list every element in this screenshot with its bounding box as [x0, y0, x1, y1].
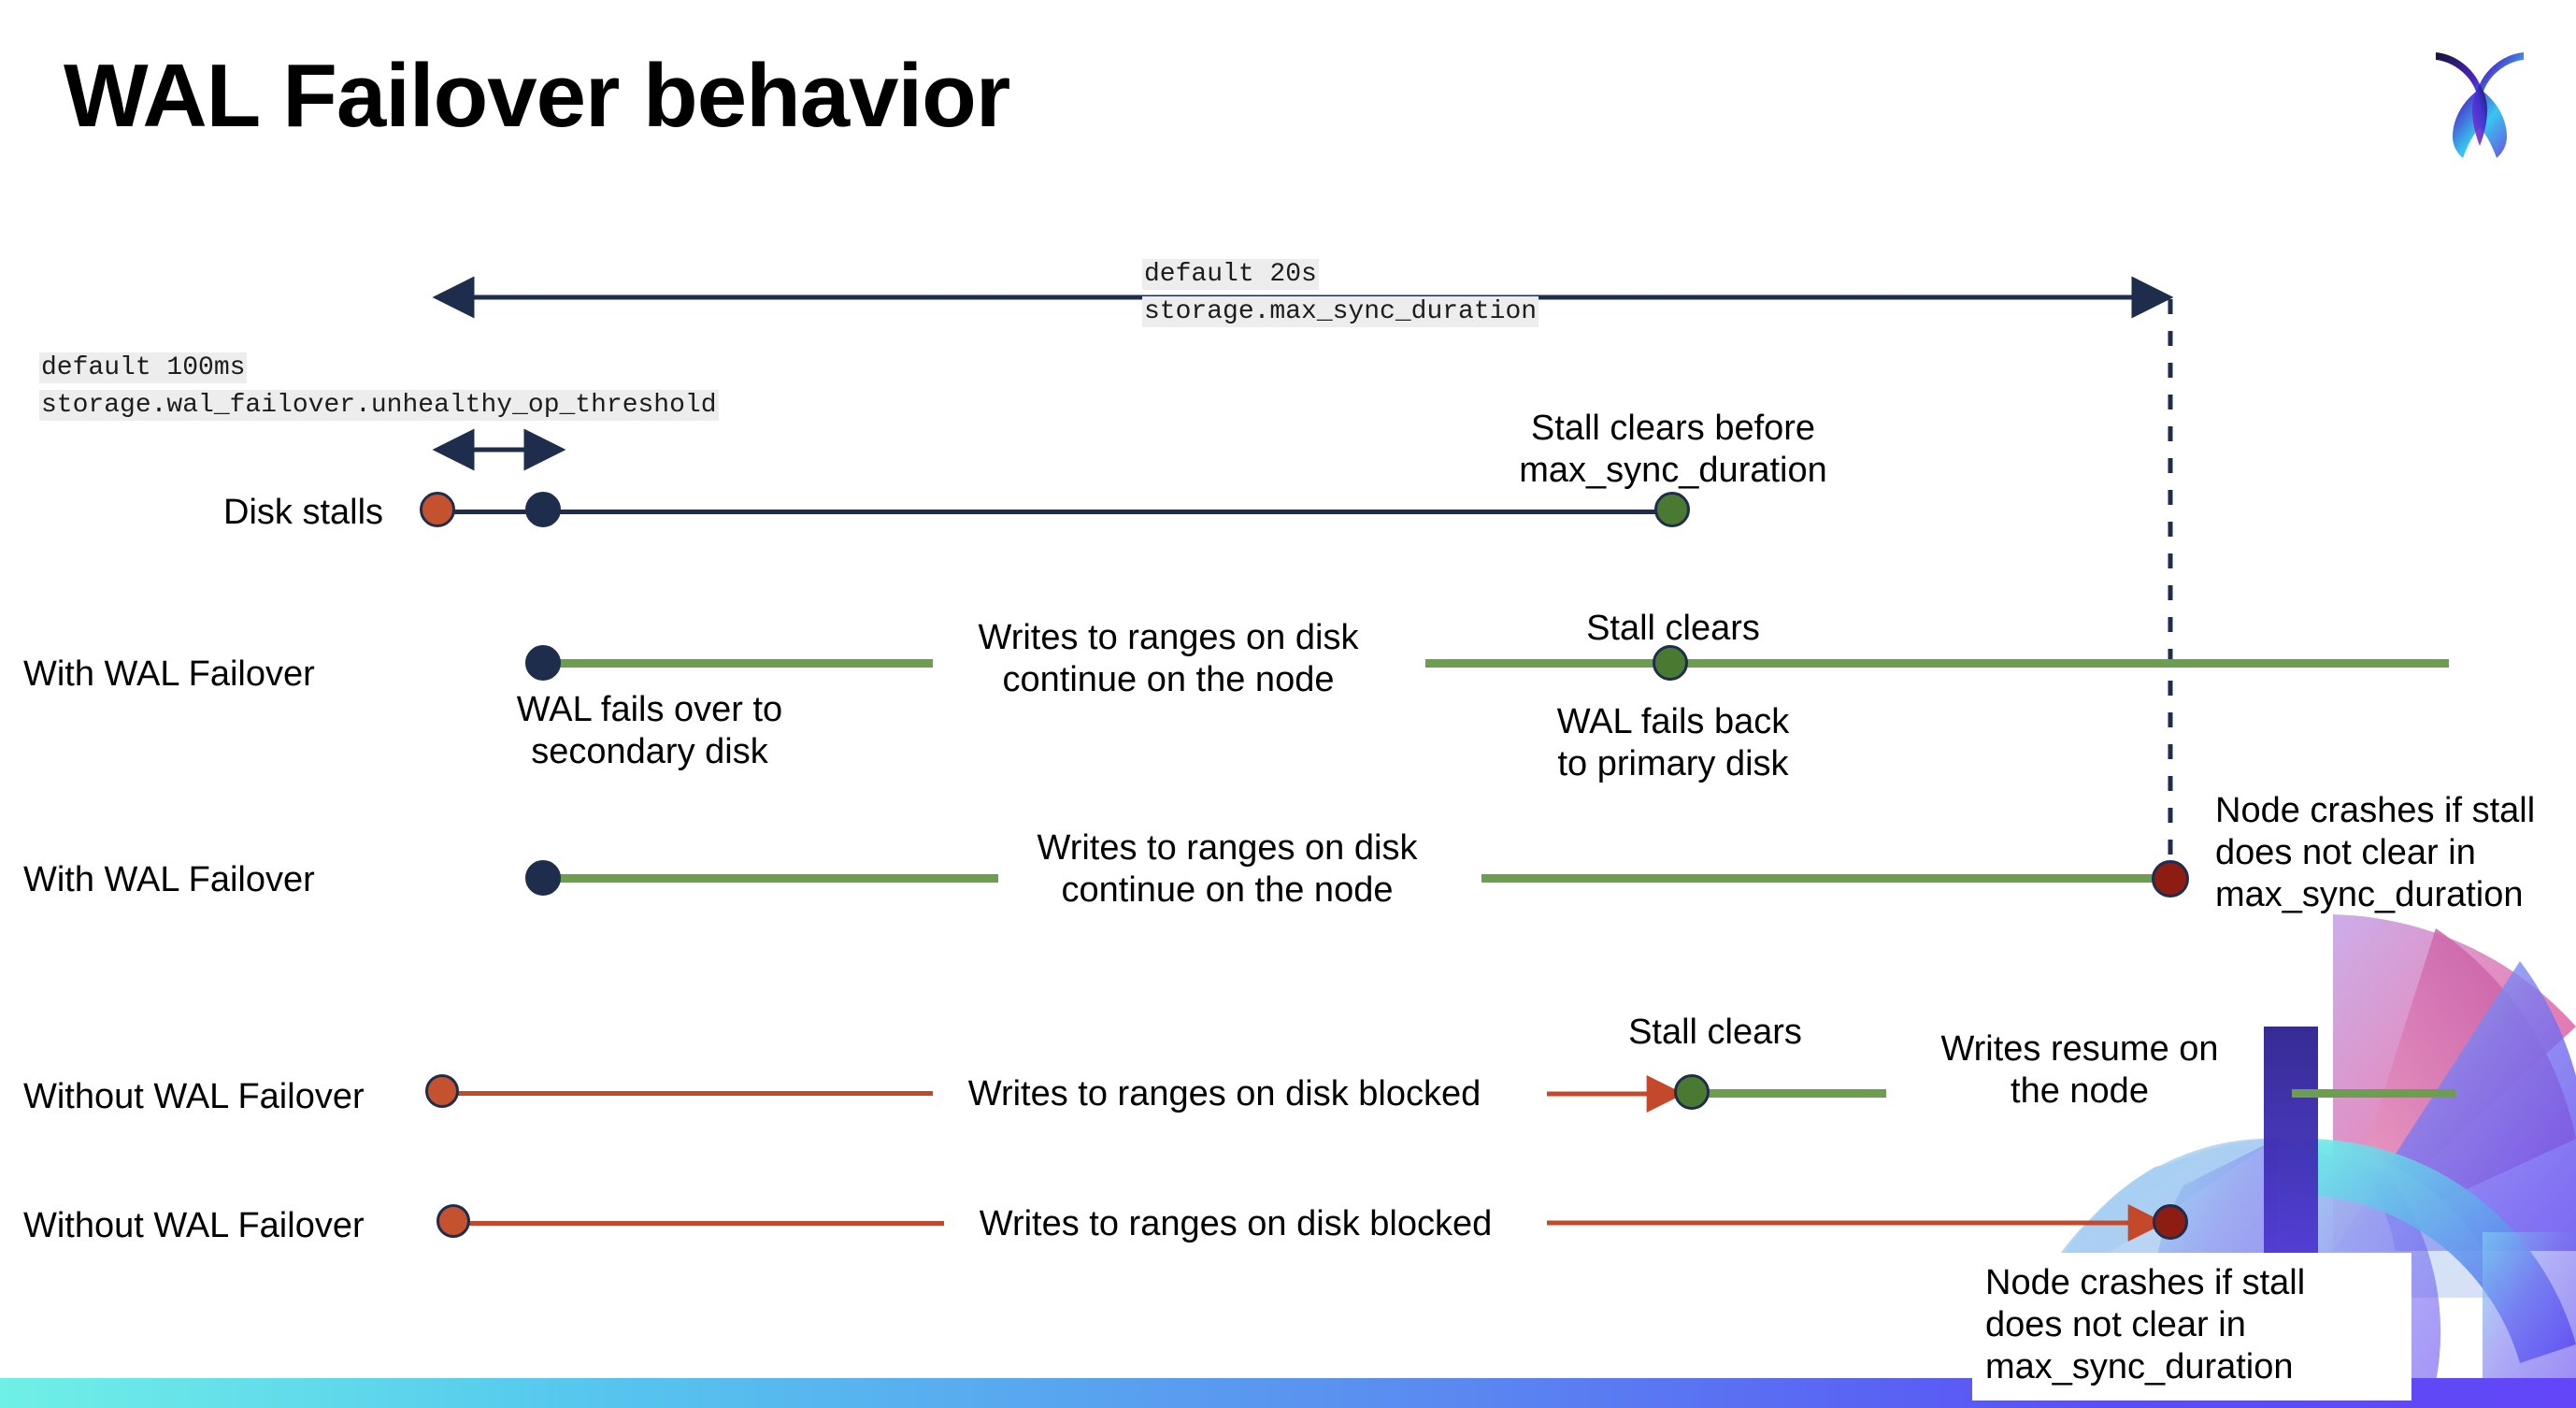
page-title: WAL Failover behavior: [64, 46, 1010, 146]
row-label-disk-stalls: Disk stalls: [223, 493, 384, 532]
note-node-crashes-1: Node crashes if stall does not clear in …: [2215, 791, 2536, 914]
wal-failover-1-stall-clear-dot[interactable]: [1653, 645, 1688, 681]
note-wal-fails-over: WAL fails over to secondary disk: [516, 690, 783, 771]
wal-failover-2-crash-dot[interactable]: [2152, 860, 2189, 898]
without-wal-failover-1-track-right: [2292, 1089, 2455, 1098]
disk-stall-clear-dot[interactable]: [1654, 492, 1690, 527]
row-label-without-wal-failover-1: Without WAL Failover: [23, 1077, 365, 1116]
without-wal-failover-1-stall-clear-dot[interactable]: [1674, 1074, 1710, 1110]
max-sync-duration-annotation: default 20s storage.max_sync_duration: [1142, 256, 1539, 331]
with-wal-failover-1-track-right: [1425, 659, 2449, 668]
disk-stalls-track: [439, 510, 1673, 514]
row-label-without-wal-failover-2: Without WAL Failover: [23, 1206, 365, 1245]
without-wal-failover-2-track-left: [458, 1221, 944, 1226]
max-sync-setting-name: storage.max_sync_duration: [1142, 295, 1539, 327]
logo-svg: [2436, 52, 2524, 158]
wal-failover-2-failover-dot[interactable]: [525, 860, 561, 896]
with-wal-failover-2-track-left: [540, 874, 998, 883]
note-writes-blocked-1: Writes to ranges on disk blocked: [967, 1074, 1481, 1113]
note-writes-continue-2: Writes to ranges on disk continue on the…: [1037, 828, 1418, 910]
note-stall-clears-2: Stall clears: [1628, 1013, 1802, 1052]
without-wal-failover-2-stall-start-dot[interactable]: [436, 1204, 470, 1238]
without-wal-failover-2-crash-dot[interactable]: [2153, 1204, 2188, 1240]
unhealthy-op-setting-name: storage.wal_failover.unhealthy_op_thresh…: [39, 389, 719, 421]
disk-stall-detect-dot[interactable]: [525, 492, 561, 527]
cockroachdb-logo-icon: [2410, 26, 2550, 166]
disk-stall-start-dot[interactable]: [420, 492, 455, 527]
with-wal-failover-1-track-left: [540, 659, 933, 668]
row-label-with-wal-failover-1: With WAL Failover: [23, 654, 315, 694]
note-writes-continue-1: Writes to ranges on disk continue on the…: [978, 618, 1359, 699]
without-wal-failover-1-stall-start-dot[interactable]: [425, 1074, 459, 1108]
note-stall-clears-before: Stall clears before max_sync_duration: [1519, 409, 1827, 490]
note-node-crashes-2: Node crashes if stall does not clear in …: [1972, 1253, 2411, 1401]
row-label-with-wal-failover-2: With WAL Failover: [23, 860, 315, 899]
unhealthy-op-threshold-annotation: default 100ms storage.wal_failover.unhea…: [39, 350, 719, 424]
without-wal-failover-1-track-left: [447, 1091, 933, 1096]
wal-failover-1-failover-dot[interactable]: [525, 645, 561, 681]
unhealthy-op-default-value: default 100ms: [39, 352, 248, 383]
note-stall-clears-1: Stall clears: [1586, 609, 1760, 648]
with-wal-failover-2-track-right: [1481, 874, 2173, 883]
max-sync-default-value: default 20s: [1142, 259, 1319, 290]
note-writes-resume: Writes resume on the node: [1940, 1029, 2219, 1111]
without-wal-failover-1-track-mid: [1699, 1089, 1886, 1098]
note-wal-fails-back: WAL fails back to primary disk: [1556, 702, 1790, 783]
note-writes-blocked-2: Writes to ranges on disk blocked: [979, 1204, 1493, 1243]
